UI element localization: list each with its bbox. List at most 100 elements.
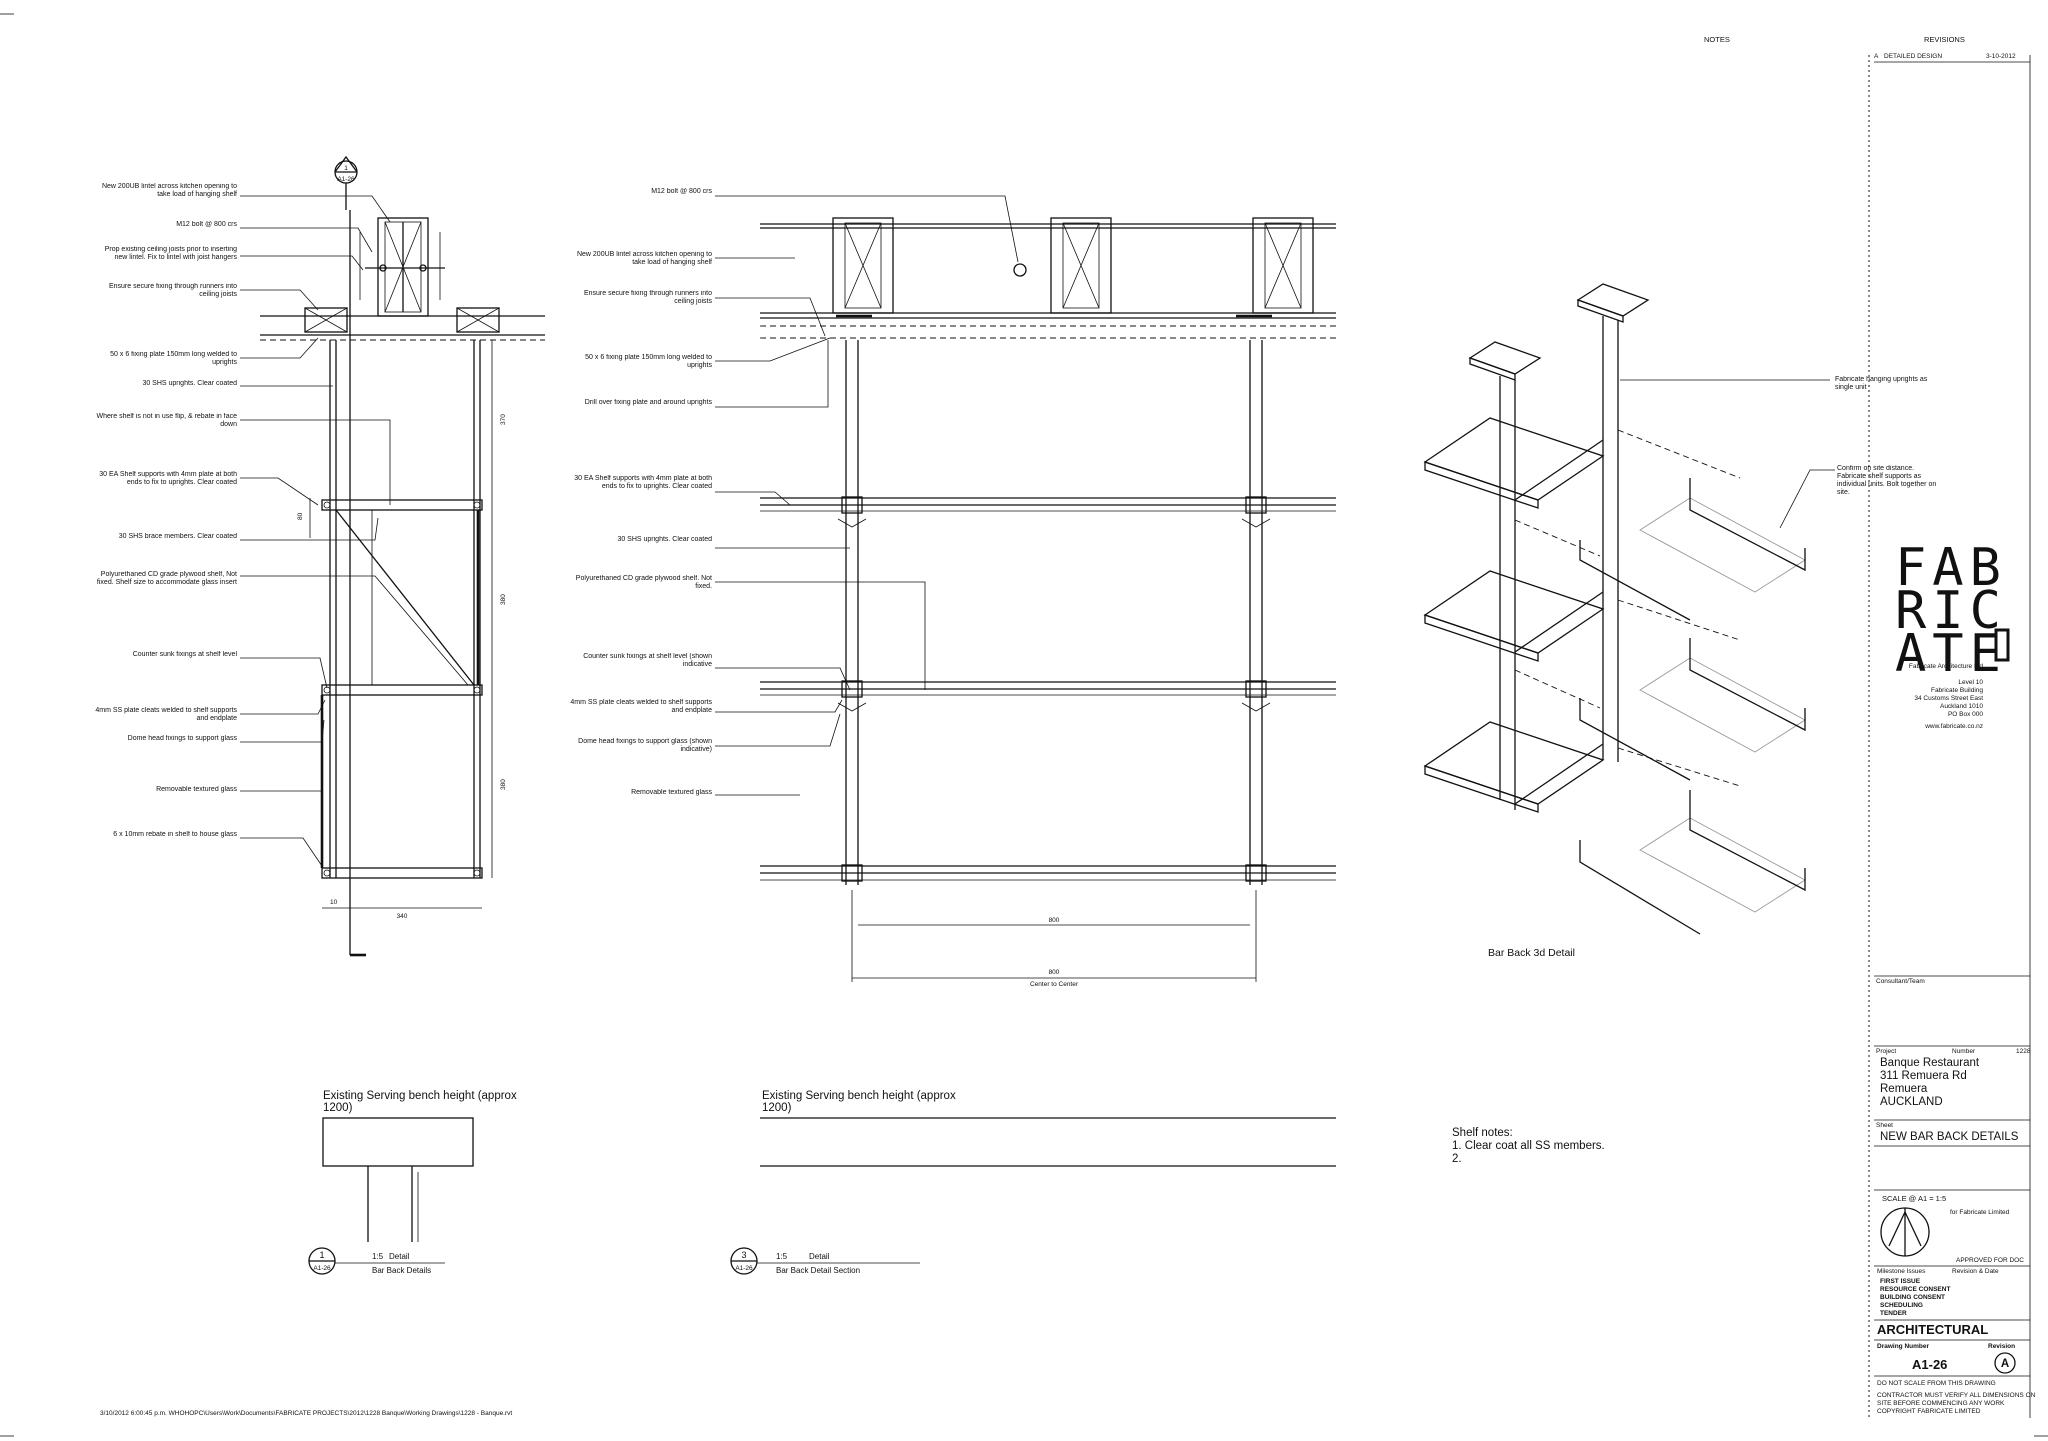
annotation-supports-3: 30 EA Shelf supports with 4mm plate at b…	[574, 475, 712, 490]
logo-line-2: RIC	[1895, 581, 2007, 641]
note-supports: Confirm on site distance. Fabricate shel…	[1837, 465, 1937, 496]
svg-text:Fabricate Architecture Ltd: Fabricate Architecture Ltd	[1909, 663, 1983, 670]
bench-note-3: Existing Serving bench height (approx 12…	[762, 1090, 956, 1114]
annotation-dome-3: Dome head fixings to support glass (show…	[578, 738, 712, 753]
svg-text:1: 1	[344, 165, 348, 172]
fine-print-2: SITE BEFORE COMMENCING ANY WORK	[1877, 1400, 2005, 1407]
svg-text:A1-26: A1-26	[313, 1265, 331, 1272]
svg-text:Bar Back Details: Bar Back Details	[372, 1266, 431, 1275]
elevation-shelves	[760, 496, 1336, 882]
annotation-uprights: 30 SHS uprights. Clear coated	[142, 380, 237, 387]
logo-line-1: FAB	[1895, 538, 2007, 598]
footer-path: 3/10/2012 6:00:45 p.m. WHOHOPC\Users\Wor…	[100, 1410, 512, 1417]
dim-outer-sub: Center to Center	[1030, 981, 1079, 988]
project-line-4: AUCKLAND	[1880, 1096, 1943, 1108]
fine-print-1: CONTRACTOR MUST VERIFY ALL DIMENSIONS ON	[1877, 1392, 2036, 1399]
shelf-notes-heading: Shelf notes:	[1452, 1127, 1513, 1139]
svg-text:Level 10: Level 10	[1958, 679, 1983, 686]
detail-1-leaders	[240, 195, 469, 867]
detail-1-annotations: New 200UB lintel across kitchen opening …	[95, 183, 237, 838]
svg-text:1:5: 1:5	[372, 1252, 384, 1261]
stage-label: ARCHITECTURAL	[1877, 1322, 1988, 1337]
view-label-1: 1 A1-26 1:5 Detail Bar Back Details	[308, 1247, 445, 1275]
dim-380: 380	[500, 594, 507, 605]
svg-text:Detail: Detail	[809, 1252, 830, 1261]
title-block: NOTES REVISIONS A DETAILED DESIGN 3-10-2…	[1704, 35, 2036, 1418]
iso-support-units	[1579, 478, 1806, 935]
annotation-fixing-plate: 50 x 6 fixing plate 150mm long welded to…	[110, 351, 237, 366]
revision-circle	[1994, 1352, 2016, 1374]
svg-text:SCHEDULING: SCHEDULING	[1880, 1302, 1923, 1309]
annotation-drill-3: Drill over fixing plate and around uprig…	[584, 399, 712, 406]
detail-1-section: 1 A1-26	[95, 155, 545, 1275]
for-fabricate-label: for Fabricate Limited	[1950, 1209, 2010, 1216]
annotation-plywood-3: Polyurethaned CD grade plywood shelf. No…	[575, 575, 712, 590]
drawing-number: A1-26	[1912, 1357, 1947, 1372]
svg-text:Fabricate Building: Fabricate Building	[1931, 687, 1983, 694]
annotation-cleats-3: 4mm SS plate cleats welded to shelf supp…	[570, 699, 712, 714]
svg-text:1: 1	[319, 1250, 324, 1260]
iso-title: Bar Back 3d Detail	[1488, 947, 1575, 959]
revision-label: Revision	[1988, 1343, 2015, 1350]
annotation-bolt-3: M12 bolt @ 800 crs	[651, 188, 712, 195]
revision-a-mark: A	[1874, 53, 1879, 60]
consultant-label: Consultant/Team	[1876, 978, 1925, 985]
view-label-3: 3 A1-26 1:5 Detail Bar Back Detail Secti…	[730, 1247, 920, 1275]
approved-label: APPROVED FOR DOC	[1956, 1257, 2024, 1264]
note-upright: Fabricate hanging uprights as single uni…	[1835, 376, 1928, 391]
project-number: 1228	[2016, 1048, 2031, 1055]
svg-text:A1-26: A1-26	[337, 176, 355, 183]
lintel	[359, 217, 445, 317]
lintels	[760, 217, 1336, 314]
annotation-rebate: 6 x 10mm rebate in shelf to house glass	[113, 831, 237, 838]
svg-text:Detail: Detail	[389, 1252, 410, 1261]
fabricate-logo: FAB RIC ATE	[1895, 538, 2010, 684]
annotation-uprights-3: 30 SHS uprights. Clear coated	[617, 536, 712, 543]
project-line-2: 311 Remuera Rd	[1880, 1070, 1967, 1082]
revision-a-date: 3-10-2012	[1986, 53, 2016, 60]
issue-heading: Milestone Issues	[1877, 1268, 1926, 1275]
detail-3-leaders	[715, 195, 1019, 796]
annotation-shelf-supports: 30 EA Shelf supports with 4mm plate at b…	[99, 471, 237, 486]
annotation-flip: Where shelf is not in use flip, & rebate…	[96, 413, 237, 428]
annotation-counter-sunk-3: Counter sunk fixings at shelf level (sho…	[583, 653, 712, 668]
annotation-counter-sunk: Counter sunk fixings at shelf level	[132, 651, 237, 658]
annotation-lintel: New 200UB lintel across kitchen opening …	[101, 183, 237, 198]
svg-text:RESOURCE CONSENT: RESOURCE CONSENT	[1880, 1286, 1950, 1293]
iso-3d-detail: Fabricate hanging uprights as single uni…	[1423, 283, 1937, 1165]
company-address: Fabricate Architecture Ltd Level 10 Fabr…	[1909, 663, 1983, 730]
shelf-3	[321, 867, 483, 879]
annotation-dome-head: Dome head fixings to support glass	[127, 735, 237, 742]
sheet-title: NEW BAR BACK DETAILS	[1880, 1131, 2019, 1143]
number-label: Number	[1952, 1048, 1976, 1055]
shelf-note-2: 2.	[1452, 1153, 1462, 1165]
drawing-number-label: Drawing Number	[1877, 1343, 1929, 1350]
dim-340: 340	[397, 913, 408, 920]
svg-text:BUILDING CONSENT: BUILDING CONSENT	[1880, 1294, 1945, 1301]
bolt-icon	[1013, 263, 1027, 277]
project-line-1: Banque Restaurant	[1880, 1057, 1980, 1069]
shelf-2	[321, 684, 483, 696]
shelf-1	[321, 499, 483, 511]
svg-text:Bar Back Detail Section: Bar Back Detail Section	[776, 1266, 860, 1275]
fine-print-3: COPYRIGHT FABRICATE LIMITED	[1877, 1408, 1981, 1415]
project-label: Project	[1876, 1048, 1896, 1055]
shelf-note-1: 1. Clear coat all SS members.	[1452, 1140, 1605, 1152]
bench-1	[322, 1117, 474, 1167]
annotation-lintel-3: New 200UB lintel across kitchen opening …	[576, 251, 712, 266]
svg-text:A1-26: A1-26	[735, 1265, 753, 1272]
annotation-fixing: Ensure secure fixing through runners int…	[108, 283, 237, 298]
dim-370: 370	[500, 414, 507, 425]
svg-text:TENDER: TENDER	[1880, 1310, 1907, 1317]
annotation-glass: Removable textured glass	[156, 786, 237, 793]
svg-text:www.fabricate.co.nz: www.fabricate.co.nz	[1924, 723, 1983, 730]
dim-10: 10	[330, 899, 338, 906]
joist-left	[304, 307, 348, 333]
svg-text:Auckland 1010: Auckland 1010	[1940, 703, 1983, 710]
detail-3-annotations: M12 bolt @ 800 crs New 200UB lintel acro…	[570, 188, 712, 796]
dim-80: 80	[297, 512, 304, 520]
annotation-plywood: Polyurethaned CD grade plywood shelf, No…	[96, 571, 237, 586]
notes-heading: NOTES	[1704, 35, 1730, 44]
scale-text: SCALE @ A1 = 1:5	[1882, 1194, 1946, 1203]
